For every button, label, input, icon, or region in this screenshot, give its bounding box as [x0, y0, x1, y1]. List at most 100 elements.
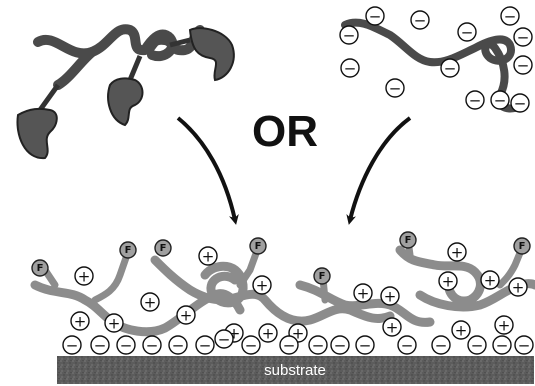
- negative-charge-icon: −: [491, 91, 509, 110]
- svg-text:+: +: [455, 322, 468, 340]
- positive-charge-icon: +: [448, 243, 466, 262]
- svg-text:+: +: [484, 272, 497, 290]
- svg-text:−: −: [401, 337, 414, 355]
- negative-charge-icon: −: [242, 336, 260, 355]
- negative-charge-icon: −: [331, 336, 349, 355]
- positive-charge-icon: +: [259, 324, 277, 343]
- positive-charge-icon: +: [495, 316, 513, 335]
- negative-charge-icon: −: [341, 59, 359, 78]
- svg-text:−: −: [504, 8, 517, 26]
- functional-group-icon: F: [400, 232, 416, 248]
- svg-text:−: −: [199, 337, 212, 355]
- svg-text:−: −: [218, 331, 231, 349]
- svg-text:−: −: [66, 337, 79, 355]
- svg-text:+: +: [442, 273, 455, 291]
- negative-charge-icon: −: [117, 336, 135, 355]
- svg-text:F: F: [37, 263, 44, 274]
- svg-text:+: +: [384, 288, 397, 306]
- negative-charge-icon: −: [466, 91, 484, 110]
- svg-text:−: −: [517, 57, 530, 75]
- svg-text:−: −: [334, 337, 347, 355]
- svg-text:−: −: [461, 24, 474, 42]
- svg-text:+: +: [74, 313, 87, 331]
- receptor-head-icon: [17, 109, 56, 158]
- or-label: OR: [252, 107, 318, 156]
- positive-charge-icon: +: [253, 276, 271, 295]
- positive-charge-icon: +: [71, 312, 89, 331]
- receptor-head-icon: [190, 28, 234, 80]
- svg-text:+: +: [108, 315, 121, 333]
- svg-text:F: F: [405, 235, 412, 246]
- svg-text:F: F: [255, 241, 262, 252]
- negative-charge-icon: −: [468, 336, 486, 355]
- arrow-right-icon: [350, 118, 410, 220]
- negative-charge-icon: −: [280, 336, 298, 355]
- positive-charge-icon: +: [177, 306, 195, 325]
- negative-charge-icon: −: [458, 23, 476, 42]
- svg-text:+: +: [256, 277, 269, 295]
- functional-group-icon: F: [314, 268, 330, 284]
- substrate-label: substrate: [264, 362, 326, 379]
- functional-group-icon: F: [250, 238, 266, 254]
- svg-text:+: +: [357, 285, 370, 303]
- negative-charge-icon: −: [340, 26, 358, 45]
- positive-charge-icon: +: [75, 267, 93, 286]
- svg-text:F: F: [319, 271, 326, 282]
- svg-text:+: +: [262, 325, 275, 343]
- negative-charge-icon: −: [441, 59, 459, 78]
- negative-charge-icon: −: [366, 7, 384, 26]
- functional-group-icon: F: [32, 260, 48, 276]
- receptor-head-icon: [108, 78, 142, 125]
- functional-group-icon: F: [120, 242, 136, 258]
- positive-charge-icon: +: [509, 278, 527, 297]
- svg-text:+: +: [451, 244, 464, 262]
- svg-text:−: −: [435, 337, 448, 355]
- negative-charge-icon: −: [398, 336, 416, 355]
- svg-text:−: −: [471, 337, 484, 355]
- arrow-left-icon: [178, 118, 235, 220]
- svg-text:+: +: [202, 248, 215, 266]
- svg-text:+: +: [386, 319, 399, 337]
- svg-text:F: F: [160, 243, 167, 254]
- functionalized-polymer-top-left: [17, 28, 233, 158]
- svg-text:−: −: [359, 337, 372, 355]
- negative-charge-icon: −: [411, 11, 429, 30]
- positive-charge-icon: +: [383, 318, 401, 337]
- negative-charge-icon: −: [309, 336, 327, 355]
- functional-group-icon: F: [514, 238, 530, 254]
- negative-charge-icon: −: [511, 94, 529, 113]
- svg-text:−: −: [444, 60, 457, 78]
- svg-text:−: −: [283, 337, 296, 355]
- negative-charge-icon: −: [493, 336, 511, 355]
- svg-text:−: −: [94, 337, 107, 355]
- svg-text:+: +: [180, 307, 193, 325]
- positive-charge-icon: +: [439, 272, 457, 291]
- negative-charge-icon: −: [514, 56, 532, 75]
- svg-text:−: −: [518, 337, 531, 355]
- negative-charge-icon: −: [196, 336, 214, 355]
- svg-text:−: −: [514, 95, 527, 113]
- svg-text:−: −: [343, 27, 356, 45]
- negative-charge-icon: −: [386, 79, 404, 98]
- positive-charge-icon: +: [481, 271, 499, 290]
- svg-text:−: −: [344, 60, 357, 78]
- charged-polymer-chain: [345, 23, 515, 109]
- svg-text:−: −: [496, 337, 509, 355]
- svg-text:−: −: [414, 12, 427, 30]
- positive-charge-icon: +: [105, 314, 123, 333]
- negative-charge-icon: −: [215, 330, 233, 349]
- functional-group-icon: F: [155, 240, 171, 256]
- svg-text:−: −: [494, 92, 507, 110]
- svg-text:−: −: [369, 8, 382, 26]
- positive-charge-icon: +: [452, 321, 470, 340]
- gray-polymer-branch: [95, 252, 128, 300]
- svg-text:−: −: [120, 337, 133, 355]
- positive-charge-icon: +: [354, 284, 372, 303]
- svg-text:−: −: [245, 337, 258, 355]
- svg-text:F: F: [125, 245, 132, 256]
- negative-charge-icon: −: [63, 336, 81, 355]
- negative-charge-icon: −: [501, 7, 519, 26]
- positive-charge-icon: +: [199, 247, 217, 266]
- negative-charge-icon: −: [514, 28, 532, 47]
